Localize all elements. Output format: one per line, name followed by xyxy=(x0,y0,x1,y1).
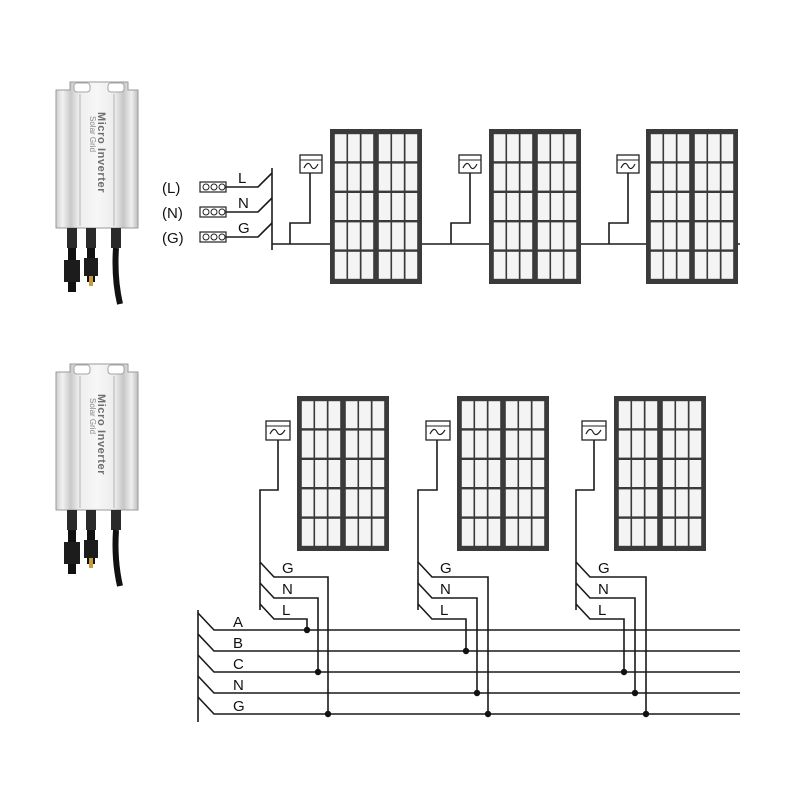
drop-label-g: G xyxy=(282,560,294,577)
junction-dot xyxy=(314,668,322,676)
terminal-block-n xyxy=(199,206,227,218)
line-label-g: G xyxy=(238,220,250,237)
inverter-symbol xyxy=(616,154,640,174)
terminal-block-g xyxy=(199,231,227,243)
drop-label-n: N xyxy=(598,581,609,598)
terminal-label-l: (L) xyxy=(162,180,180,197)
single-phase-diagram: (L) (N) (G) L N G xyxy=(162,129,740,284)
inverter-brand-text: Solar Grid xyxy=(88,116,97,152)
drop-group-1: G N L xyxy=(259,430,332,718)
drop-label-l: L xyxy=(598,602,606,619)
junction-dot xyxy=(631,689,639,697)
inverter-model-text: Micro Inverter xyxy=(95,394,107,475)
bus-label-b: B xyxy=(233,635,243,652)
drop-group-3: G N L xyxy=(575,430,650,718)
solar-panel xyxy=(297,396,389,551)
terminal-label-n: (N) xyxy=(162,205,183,222)
drop-label-l: L xyxy=(282,602,290,619)
inverter-symbol xyxy=(425,420,451,441)
drop-group-2: G N L xyxy=(417,430,492,718)
drop-label-g: G xyxy=(440,560,452,577)
solar-panel xyxy=(330,129,422,284)
junction-dot xyxy=(303,626,311,634)
inverter-symbol xyxy=(458,154,482,174)
bus-label-a: A xyxy=(233,614,243,631)
drop-label-n: N xyxy=(440,581,451,598)
three-phase-diagram: A B C N G G N L G N L xyxy=(197,396,740,722)
solar-panel xyxy=(614,396,706,551)
junction-dot xyxy=(642,710,650,718)
junction-dot xyxy=(324,710,332,718)
micro-inverter-image-top: Solar Grid Micro Inverter xyxy=(55,81,139,305)
junction-dot xyxy=(462,647,470,655)
bus-label-c: C xyxy=(233,656,244,673)
terminal-block-l xyxy=(199,181,227,193)
line-label-l: L xyxy=(238,170,246,187)
junction-dot xyxy=(484,710,492,718)
line-label-n: N xyxy=(238,195,249,212)
inverter-symbol xyxy=(299,154,323,174)
terminal-label-g: (G) xyxy=(162,230,184,247)
inverter-symbol xyxy=(581,420,607,441)
solar-panel xyxy=(489,129,581,284)
bus-label-g: G xyxy=(233,698,245,715)
drop-label-l: L xyxy=(440,602,448,619)
micro-inverter-image-bottom: Solar Grid Micro Inverter xyxy=(55,363,139,587)
inverter-symbol xyxy=(265,420,291,441)
solar-panel xyxy=(646,129,738,284)
bus-label-n: N xyxy=(233,677,244,694)
junction-dot xyxy=(473,689,481,697)
junction-dot xyxy=(620,668,628,676)
solar-panel xyxy=(457,396,549,551)
inverter-brand-text: Solar Grid xyxy=(88,398,97,434)
drop-label-n: N xyxy=(282,581,293,598)
inverter-model-text: Micro Inverter xyxy=(95,112,107,193)
drop-label-g: G xyxy=(598,560,610,577)
